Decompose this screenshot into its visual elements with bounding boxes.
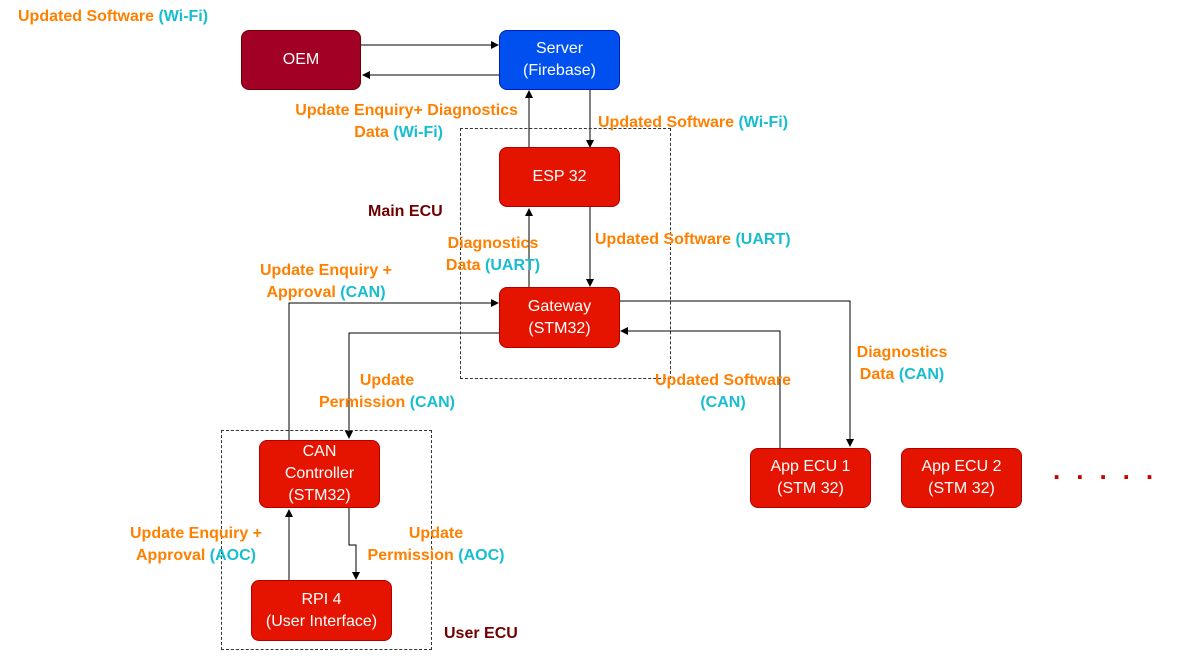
esp32-node-label: ESP 32 [532,168,587,185]
can-enquiry-approval-label: Update Enquiry + Approval (CAN) [259,262,393,301]
main-ecu-boundary [460,128,671,379]
rpi4-node-name: RPI 4 [301,590,342,608]
app-diagnostics-label: Diagnostics Data (CAN) [856,344,948,383]
oem-node-label: OEM [282,51,320,68]
app-ecu1-chip: (STM 32) [777,480,844,497]
server-node-platform: (Firebase) [523,62,596,79]
rpi-permission-label: Update Permission (AOC) [367,525,505,564]
app-ecu2-chip: (STM 32) [928,480,995,497]
can-to-gateway-arrow [288,299,499,440]
user-ecu-boundary [221,430,432,650]
oem-node: OEM [241,30,361,90]
app-ecu1-node: App ECU 1 (STM 32) [750,448,871,508]
update-enquiry-diagnostics-label: Update Enquiry+ Diagnostics Data (Wi-Fi) [295,102,518,141]
server-node-name: Server [535,40,584,57]
rpi-enquiry-approval-label: Update Enquiry + Approval (AOC) [129,525,263,564]
rpi4-node: RPI 4 (User Interface) [251,580,392,641]
app-ecu2-name: App ECU 2 [921,458,1002,475]
app-ecu-to-gateway-arrow [620,327,781,448]
oem-software-label: Updated Software (Wi-Fi) [18,8,209,25]
app-ecu1-name: App ECU 1 [770,458,851,475]
user-ecu-label: User ECU [444,625,518,642]
can-controller-line1: CAN [302,443,337,460]
can-controller-chip: (STM32) [288,487,351,504]
gateway-to-can-arrow [345,332,499,439]
can-controller-line2: Controller [284,465,355,482]
can-controller-node: CAN Controller (STM32) [259,440,380,508]
can-to-rpi-arrow [348,508,360,580]
server-node: Server (Firebase) [499,30,620,90]
gateway-node-name: Gateway [527,297,592,315]
app-ecu2-node: App ECU 2 (STM 32) [901,448,1022,508]
gateway-permission-label: Update Permission (CAN) [318,372,456,411]
rpi4-node-role: (User Interface) [265,612,378,630]
esp32-node: ESP 32 [499,147,620,207]
esp-diagnostics-label: Diagnostics Data (UART) [445,235,541,274]
gateway-node: Gateway (STM32) [499,287,620,348]
gateway-node-chip: (STM32) [528,319,591,337]
more-ecus-ellipsis: ..... [1053,455,1170,485]
gateway-to-app-ecu-arrow [619,300,854,447]
app-software-label: Updated Software (CAN) [654,372,791,411]
server-esp-software-label: Updated Software (Wi-Fi) [598,114,789,131]
main-ecu-label: Main ECU [368,203,443,220]
esp-gateway-software-label: Updated Software (UART) [595,231,791,248]
